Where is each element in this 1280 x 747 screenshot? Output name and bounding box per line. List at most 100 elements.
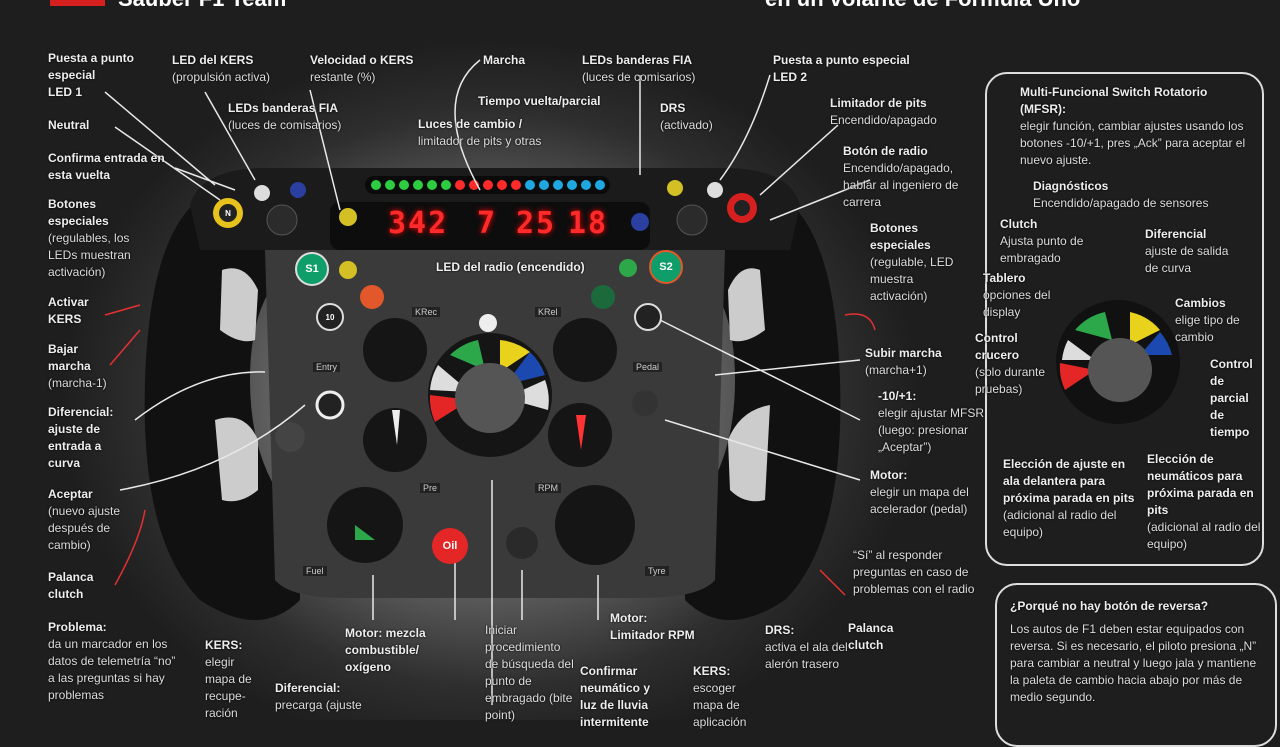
label-diff-preload: Diferencial:precarga (ajuste: [275, 681, 362, 712]
led: [619, 259, 637, 277]
button: [266, 204, 298, 236]
label-rpm-limiter: Motor:Limitador RPM: [610, 611, 695, 642]
label-neutral: Neutral: [48, 118, 90, 132]
led: [339, 208, 357, 226]
led: [254, 185, 270, 201]
accept-button: [315, 390, 345, 420]
label-drs-led: DRS(activado): [660, 101, 713, 132]
led: [591, 285, 615, 309]
button: [316, 303, 344, 331]
mfsr-small-dial: [1056, 300, 1180, 424]
oil-button[interactable]: Oil: [432, 528, 468, 564]
mfsr-dial: [428, 333, 552, 457]
label-activate-kers: Activar KERS: [48, 295, 89, 326]
label-fia-leds-right: LEDs banderas FIA(luces de comisarios): [582, 53, 696, 84]
button: [506, 527, 538, 559]
label-upshift: Subir marcha(marcha+1): [865, 346, 942, 377]
krel-label: KRel: [535, 307, 561, 317]
label-radio-led: LED del radio (encendido): [436, 260, 585, 274]
header-left-title: Sauber F1 Team: [118, 0, 286, 12]
sauber-logo: [50, 0, 105, 6]
right-clutch-paddle: [728, 405, 770, 502]
label-clutch-right: Palanca clutch: [848, 621, 894, 652]
label-kers-led: LED del KERS(propulsión activa): [172, 53, 271, 84]
rotary-knobs: [327, 318, 635, 565]
gear-readout: 7: [477, 206, 498, 241]
label-tyre-confirm: Confirmar neumático y luz de lluvia inte…: [580, 664, 651, 729]
right-paddle: [728, 268, 765, 342]
krec-label: KRec: [412, 307, 441, 317]
s1-button[interactable]: S1: [295, 252, 329, 286]
led: [667, 180, 683, 196]
speed-readout: 342: [388, 206, 449, 241]
label-downshift: Bajar marcha(marcha-1): [48, 342, 107, 390]
label-fia-leds-left: LEDs banderas FIA(luces de comisarios): [228, 101, 342, 132]
red-annotation-lines: [104, 304, 876, 596]
radio-led: [479, 314, 497, 332]
label-shift-lights: Luces de cambio /limitador de pits y otr…: [418, 117, 542, 148]
label-special-buttons-left: Botones especiales(regulables, los LEDs …: [48, 197, 131, 279]
steering-wheel-illustration: [104, 59, 1180, 705]
label-bite-point: Iniciar procedimiento de búsqueda del pu…: [485, 623, 574, 722]
pre-label: Pre: [420, 483, 441, 493]
left-grip: [144, 195, 300, 620]
label-yes-radio: “Sí” al responder preguntas en caso de p…: [853, 548, 975, 596]
led: [631, 213, 649, 231]
label-drs: DRS:activa el ala del alerón trasero: [765, 623, 848, 671]
label-problem: Problema:da un marcador en los datos de …: [48, 620, 176, 702]
pedal-label: Pedal: [633, 362, 663, 372]
mfsr-panel: [985, 72, 1264, 566]
label-kers-apply: KERS:escoger mapa de aplicación: [693, 664, 747, 729]
ten-label: 10: [325, 312, 335, 322]
lap-time-seconds: 25: [516, 206, 557, 241]
label-special-buttons-right: Botones especiales(regulable, LED muestr…: [870, 221, 954, 303]
mfsr-cruise: Control crucero(solo durante pruebas): [975, 331, 1046, 396]
knob-pointer: [576, 415, 586, 450]
left-paddle: [220, 268, 258, 342]
led: [707, 182, 723, 198]
entry-label: Entry: [313, 362, 341, 372]
header-right-title: en un volante de Fórmula Uno: [765, 0, 1080, 12]
shift-lights: [365, 176, 610, 194]
mfsr-tyres: Elección de neumáticos para próxima para…: [1147, 452, 1261, 551]
button: [676, 204, 708, 236]
s2-button[interactable]: S2: [649, 250, 683, 284]
label-fuel-mix: Motor: mezcla combustible/ oxígeno: [345, 626, 426, 674]
led: [360, 285, 384, 309]
reverse-info: ¿Porqué no hay botón de reversa?Los auto…: [1010, 599, 1257, 704]
left-clutch-paddle: [215, 417, 258, 502]
label-clutch-left: Palanca clutch: [48, 570, 94, 601]
label-diff-entry: Diferencial: ajuste de entrada a curva: [48, 405, 114, 470]
label-accept: Aceptar(nuevo ajuste después de cambio): [48, 487, 121, 552]
button: [275, 422, 305, 452]
label-confirm-entry: Confirma entrada en esta vuelta: [48, 151, 165, 182]
mfsr-front-wing: Elección de ajuste en ala delantera para…: [1003, 457, 1135, 539]
label-engine-map: Motor:elegir un mapa del acelerador (ped…: [870, 468, 969, 516]
led: [290, 182, 306, 198]
neutral-label: N: [225, 208, 231, 218]
mfsr-title: Multi-Funcional Switch Rotatorio (MFSR):…: [1020, 85, 1246, 167]
mfsr-split: Control de parcial de tiempo: [1210, 357, 1253, 439]
callout-lines: [104, 59, 871, 705]
tyre-label: Tyre: [645, 566, 669, 576]
knob-pointer: [392, 410, 400, 445]
rpm-label: RPM: [535, 483, 561, 493]
fuel-label: Fuel: [303, 566, 327, 576]
label-lap-time: Tiempo vuelta/parcial: [478, 94, 601, 108]
button: [634, 303, 662, 331]
label-mfsr-buttons: -10/+1:elegir ajustar MFSR (luego: presi…: [878, 389, 985, 454]
display-panel: [330, 202, 650, 250]
label-kers-map: KERS:elegir mapa de recupe-ración: [205, 638, 252, 720]
button: [632, 390, 658, 416]
knob-pointer: [355, 525, 375, 540]
